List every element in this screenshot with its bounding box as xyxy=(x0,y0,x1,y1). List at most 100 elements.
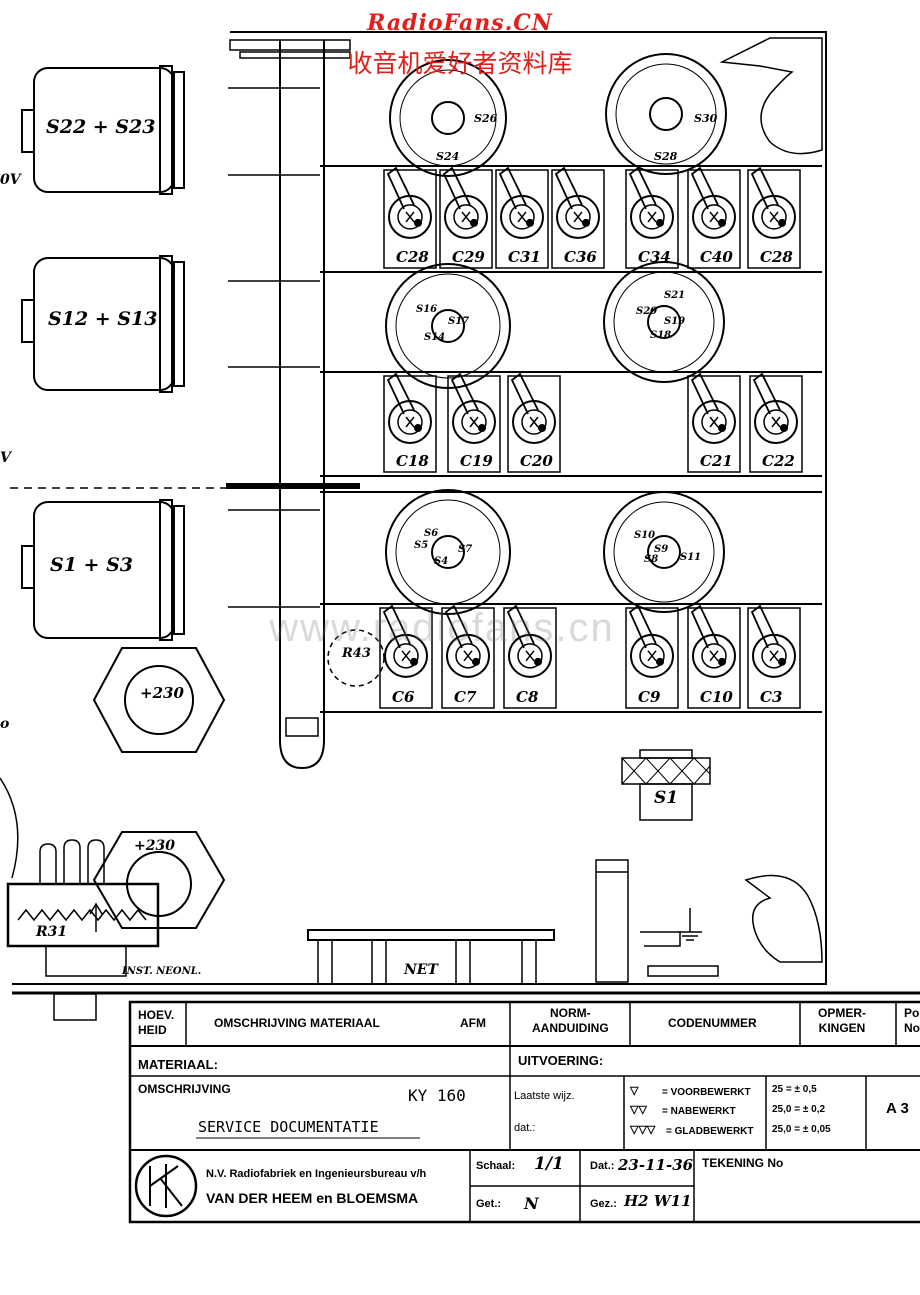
switch-label: S19 xyxy=(664,316,686,327)
transformer-1 xyxy=(21,65,185,195)
description-label: OMSCHRIJVING xyxy=(138,1082,231,1096)
trimmer-label: C8 xyxy=(516,688,539,706)
finish-symbol-3: ▽▽▽ xyxy=(630,1124,656,1136)
sheet-size: A 3 xyxy=(886,1100,909,1117)
switch-label: S18 xyxy=(650,330,672,341)
trimmer-label: C10 xyxy=(700,688,733,706)
transformer-label-1: S22 + S23 xyxy=(46,116,156,138)
switch-label: S7 xyxy=(458,544,473,555)
transformer-label-2: S12 + S13 xyxy=(48,308,158,330)
hex-nut-label-2: +230 xyxy=(134,838,175,854)
coil-label: S1 xyxy=(654,788,679,808)
chassis-outline xyxy=(12,31,827,985)
trimmer-label: C28 xyxy=(396,248,429,266)
trimmer-label: C31 xyxy=(508,248,541,266)
trimmer-label: C28 xyxy=(760,248,793,266)
company-logo-mark xyxy=(149,1164,183,1208)
trimmer-label: C36 xyxy=(564,248,597,266)
switch-label: S6 xyxy=(424,528,439,539)
trimmer-label: C3 xyxy=(760,688,783,706)
switch-label: S28 xyxy=(654,150,678,163)
header-code: CODENUMMER xyxy=(668,1016,757,1030)
trimmer-capacitor xyxy=(625,166,679,269)
drawn-date-label: Dat.: xyxy=(590,1160,615,1172)
trimmer-capacitor xyxy=(441,604,495,709)
finish-text-2: = NABEWERKT xyxy=(662,1106,736,1117)
finish-symbol-2: ▽▽ xyxy=(630,1104,647,1116)
trimmer-capacitor xyxy=(551,166,605,269)
hex-nut-2 xyxy=(92,831,226,929)
switch-shaft xyxy=(279,40,325,770)
resistor-r43 xyxy=(327,629,385,687)
transformer-2 xyxy=(21,255,185,393)
trimmer-capacitor xyxy=(687,604,741,709)
switch-label: S24 xyxy=(436,150,460,163)
trimmer-label: C22 xyxy=(762,452,795,470)
watermark-center: www.radiofans.cn xyxy=(269,606,615,650)
trimmer-label: C29 xyxy=(452,248,485,266)
switch-label: S21 xyxy=(664,290,686,301)
trimmer-label: C7 xyxy=(454,688,477,706)
tolerance-1: 25 = ± 0,5 xyxy=(772,1084,817,1095)
trimmer-capacitors xyxy=(379,166,803,709)
drawing-number-label: TEKENING No xyxy=(702,1156,784,1170)
watermark-site: RadioFans.CN xyxy=(367,10,553,36)
switch-label: S9 xyxy=(654,544,669,555)
neon-label: INST. NEONL. xyxy=(122,966,202,977)
scale-value: 1/1 xyxy=(534,1154,564,1174)
trimmer-capacitor xyxy=(625,604,679,709)
wafer-switch-1 xyxy=(389,59,507,177)
resistor-label: R43 xyxy=(342,646,371,661)
execution-label: UITVOERING: xyxy=(518,1053,604,1068)
net-label: NET xyxy=(404,962,438,978)
trimmer-label: C34 xyxy=(638,248,671,266)
trimmer-capacitor xyxy=(749,372,803,473)
wafer-switch-4 xyxy=(603,261,725,383)
wafer-switches xyxy=(385,53,727,615)
last-change-label: Laatste wijz. xyxy=(514,1090,575,1102)
switch-label: S14 xyxy=(424,332,446,343)
trimmer-capacitor xyxy=(747,166,801,269)
switch-label: S20 xyxy=(636,306,658,317)
wafer-switch-2 xyxy=(605,53,727,175)
switch-label: S4 xyxy=(434,556,449,567)
header-quantity: HOEV. HEID xyxy=(138,1008,175,1037)
trimmer-label: C20 xyxy=(520,452,553,470)
document-title: SERVICE DOCUMENTATIE xyxy=(198,1118,379,1136)
trimmer-capacitor xyxy=(379,604,433,709)
potentiometer-label: R31 xyxy=(36,924,68,940)
trimmer-label: C9 xyxy=(638,688,661,706)
switch-label: S30 xyxy=(694,112,718,125)
header-cut-off: Po No xyxy=(904,1006,920,1035)
trimmer-capacitor xyxy=(383,166,437,269)
trimmer-capacitor xyxy=(687,166,741,269)
switch-label: S10 xyxy=(634,530,656,541)
hex-nut-1 xyxy=(92,647,226,753)
tolerance-2: 25,0 = ± 0,2 xyxy=(772,1104,826,1115)
trimmer-capacitor xyxy=(383,372,437,473)
switch-label: S16 xyxy=(416,304,438,315)
company-logo xyxy=(134,1154,198,1218)
tolerance-3: 25,0 = ± 0,05 xyxy=(772,1124,831,1135)
trimmer-label: C40 xyxy=(700,248,733,266)
trimmer-capacitor xyxy=(507,372,561,473)
switch-label: S5 xyxy=(414,540,429,551)
trimmer-label: C6 xyxy=(392,688,415,706)
transformer-3 xyxy=(21,499,185,641)
trimmer-capacitor xyxy=(503,604,557,709)
header-description: OMSCHRIJVING MATERIAAL xyxy=(214,1016,380,1030)
material-label: MATERIAAL: xyxy=(138,1057,218,1072)
wafer-switch-6 xyxy=(603,491,725,613)
edge-mark-o: o xyxy=(0,716,10,732)
watermark-chinese: 收音机爱好者资料库 xyxy=(347,49,573,78)
wafer-switch-5 xyxy=(385,489,511,615)
change-date-label: dat.: xyxy=(514,1122,536,1134)
model-number: KY 160 xyxy=(408,1086,466,1105)
trimmer-capacitor xyxy=(447,372,501,473)
header-remarks: OPMER- KINGEN xyxy=(818,1006,866,1035)
trimmer-label: C19 xyxy=(460,452,493,470)
trimmer-label: C18 xyxy=(396,452,429,470)
switch-label: S17 xyxy=(448,316,470,327)
